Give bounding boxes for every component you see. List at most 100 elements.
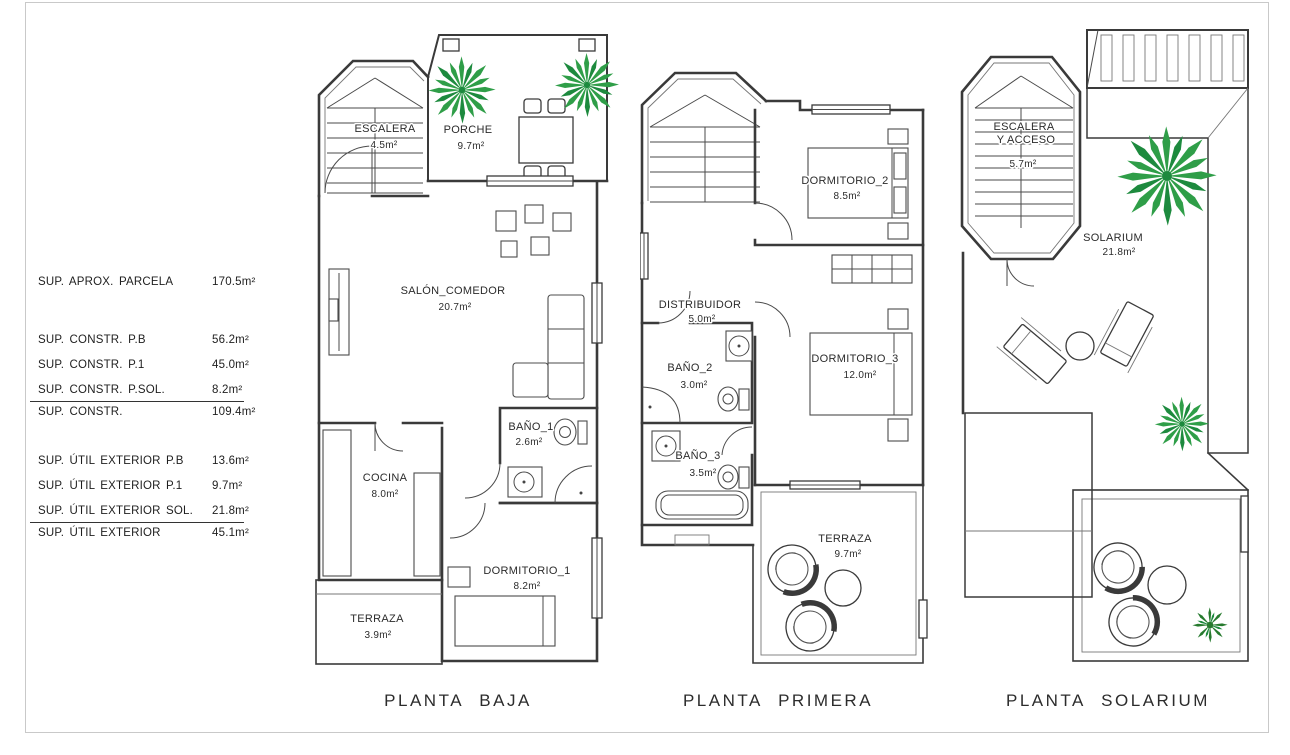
sun-lounger	[996, 316, 1071, 388]
room-area-solarium: 21.8m²	[1103, 247, 1136, 258]
bedroom-3	[753, 301, 913, 487]
summary-row-total: SUP. CONSTR.109.4m²	[38, 406, 256, 418]
bedroom-1	[447, 502, 556, 647]
round-table	[1065, 331, 1095, 361]
bathroom-3	[640, 426, 754, 546]
stairs	[640, 71, 925, 205]
plan-planta-primera: DORMITORIO_2 8.5m² DISTRIBUIDOR 5.0m² BA…	[640, 71, 928, 664]
stairs	[960, 55, 1082, 287]
terraza	[315, 579, 443, 665]
kitchen-counter	[322, 429, 352, 577]
summary-divider	[30, 522, 244, 523]
bathtub	[655, 490, 749, 520]
pergola-beam	[1144, 34, 1157, 82]
armchair-set	[495, 204, 572, 258]
dining-set	[518, 98, 574, 181]
sofa	[512, 294, 585, 400]
porch-slider-window	[486, 175, 574, 187]
window	[591, 282, 603, 619]
window	[640, 104, 891, 280]
caption-planta-primera: PLANTA PRIMERA	[682, 691, 874, 710]
room-label-bano3: BAÑO_3	[675, 449, 720, 462]
palm-icon	[1155, 397, 1209, 451]
room-area-terraza: 9.7m²	[834, 549, 861, 560]
caption-planta-solarium: PLANTA SOLARIUM	[1006, 691, 1210, 710]
room-label-dormitorio2: DORMITORIO_2	[801, 175, 888, 187]
summary-divider	[30, 401, 244, 402]
toilet	[717, 464, 739, 490]
pergola	[1086, 29, 1249, 89]
room-area-terraza: 3.9m²	[364, 630, 391, 641]
threshold	[674, 534, 710, 546]
room-area-bano1: 2.6m²	[515, 437, 542, 448]
room-label-terraza: TERRAZA	[818, 533, 872, 545]
porch-post	[442, 38, 460, 52]
room-label-dormitorio1: DORMITORIO_1	[483, 565, 570, 577]
room-label-terraza: TERRAZA	[350, 613, 404, 625]
porch-post	[578, 38, 596, 52]
bed	[807, 147, 909, 219]
room-label-solarium: SOLARIUM	[1083, 232, 1143, 244]
plan-planta-baja: ESCALERA 4.5m² PORCHE 9.7m² SALÓN_COMEDO…	[315, 34, 635, 665]
round-chair	[758, 535, 826, 603]
porch	[427, 34, 619, 182]
room-label-bano1: BAÑO_1	[508, 420, 553, 433]
room-area-escalera: 5.7m²	[1009, 159, 1036, 170]
room-label-porche: PORCHE	[444, 124, 493, 136]
room-label-bano2: BAÑO_2	[667, 361, 712, 374]
pergola-beam	[1188, 34, 1201, 82]
bathroom-1	[464, 406, 599, 505]
room-label-cocina: COCINA	[363, 472, 408, 484]
nightstand	[887, 128, 909, 145]
room-label-escalera: ESCALERA	[993, 121, 1054, 133]
round-table	[824, 569, 862, 607]
nightstand	[447, 566, 471, 588]
room-label-salon: SALÓN_COMEDOR	[401, 284, 506, 297]
room-area-dormitorio1: 8.2m²	[513, 581, 540, 592]
tv-unit	[328, 268, 350, 356]
caption-planta-baja: PLANTA BAJA	[384, 691, 532, 710]
bed	[454, 595, 556, 647]
room-area-salon: 20.7m²	[439, 302, 472, 313]
wardrobe-lines	[832, 255, 912, 283]
roof-tiles	[1086, 87, 1250, 492]
room-area-bano2: 3.0m²	[680, 380, 707, 391]
room-area-porche: 9.7m²	[457, 141, 484, 152]
room-label-escalera-line2: Y ACCESO	[997, 134, 1056, 146]
summary-row: SUP. ÚTIL EXTERIOR SOL.21.8m²	[38, 505, 249, 517]
palm-icon	[1117, 126, 1216, 225]
room-area-escalera: 4.5m²	[370, 140, 397, 151]
room-label-escalera: ESCALERA	[354, 123, 415, 135]
round-table	[1147, 565, 1187, 605]
round-chair	[1085, 534, 1151, 600]
pergola-beam	[1210, 34, 1223, 82]
room-area-bano3: 3.5m²	[689, 468, 716, 479]
pergola-beam	[1232, 34, 1245, 82]
toilet	[717, 386, 739, 412]
room-label-dormitorio3: DORMITORIO_3	[811, 353, 898, 365]
kitchen-counter	[413, 472, 441, 577]
kitchen	[317, 421, 444, 582]
lower-terrace	[1072, 489, 1249, 662]
window	[1240, 495, 1249, 553]
room-area-distribuidor: 5.0m²	[688, 314, 715, 325]
pergola-beam	[1122, 34, 1135, 82]
roof-tile-block	[964, 412, 1093, 598]
room-area-cocina: 8.0m²	[371, 489, 398, 500]
entry-door	[324, 145, 373, 194]
nightstand	[887, 308, 909, 330]
bedroom-2	[753, 108, 925, 247]
bathroom-2	[640, 290, 754, 425]
bed	[809, 332, 913, 416]
nightstand	[887, 418, 909, 442]
pergola-beam	[1100, 34, 1113, 82]
sun-lounger	[1093, 298, 1159, 374]
terrace	[752, 480, 928, 664]
